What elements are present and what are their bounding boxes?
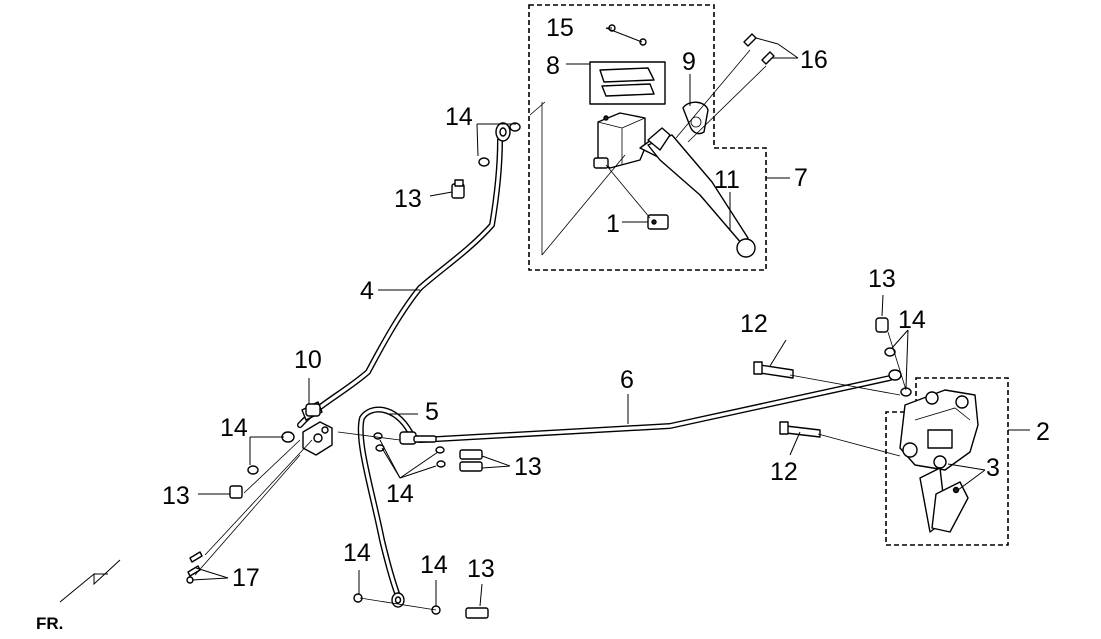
bolt-13-bottom [465,607,489,619]
callout-17: 17 [232,564,260,592]
brake-hose-4 [297,137,503,428]
bolts-17 [186,551,203,584]
callout-13-left: 13 [162,482,190,510]
bolt-12-upper [753,361,794,379]
callout-5: 5 [425,398,439,426]
bolts-16 [743,33,775,65]
brake-hose-6 [417,375,893,443]
callout-14-right: 14 [898,306,926,334]
callout-7: 7 [794,164,808,192]
callout-14-top: 14 [445,103,473,131]
brake-caliper-2 [899,389,979,471]
bolts-13-center [459,449,483,472]
bolt-13-right [875,317,889,333]
callout-4: 4 [360,277,374,305]
callout-6: 6 [620,366,634,394]
hose-fitting-caliper [888,369,902,381]
callout-1: 1 [606,210,620,238]
callout-11: 11 [714,166,740,194]
front-direction-indicator: FR. [36,559,121,633]
bolt-12-lower [779,421,821,438]
bolt-13-left [229,485,243,499]
callout-14-bottom-right: 14 [420,551,448,579]
front-label: FR. [36,614,63,633]
washers-14-top [478,122,521,167]
front-arrow-icon [59,559,121,603]
assembly-guide-lines [194,49,907,611]
screws-15 [608,24,647,46]
hose-fitting-joint [399,431,437,445]
callout-14-left: 14 [220,414,248,442]
callout-12-upper: 12 [740,310,768,338]
callout-2: 2 [1036,418,1050,446]
callout-3: 3 [986,454,1000,482]
callout-8: 8 [546,52,560,80]
brake-lever-11 [647,127,756,258]
leader-lines [191,27,1030,607]
brake-switch-1 [647,214,669,230]
callout-14-bottom-left: 14 [343,539,371,567]
callout-13-bottom: 13 [467,555,495,583]
callout-labels: 15 8 9 16 11 7 1 14 13 4 10 5 6 14 13 14… [162,14,1050,592]
callout-16: 16 [800,46,828,74]
callout-14-center: 14 [386,480,414,508]
callout-13-right: 13 [868,265,896,293]
hose-joint-10 [301,401,323,421]
hose-fitting-top [495,122,511,142]
bolt-13-top [451,179,465,199]
three-way-union [302,421,333,456]
callout-12-lower: 12 [770,458,798,486]
brake-pads-3 [919,467,969,533]
washers-14-right [884,347,912,397]
clamp-9 [682,101,709,135]
callout-13-top: 13 [394,185,422,213]
reservoir-cap-8 [589,61,666,105]
master-cylinder-group-box [528,4,767,271]
callout-10: 10 [294,346,322,374]
callout-9: 9 [682,48,696,76]
callout-13-center: 13 [514,453,542,481]
brake-hose-5 [357,406,413,599]
callout-15: 15 [546,14,574,42]
